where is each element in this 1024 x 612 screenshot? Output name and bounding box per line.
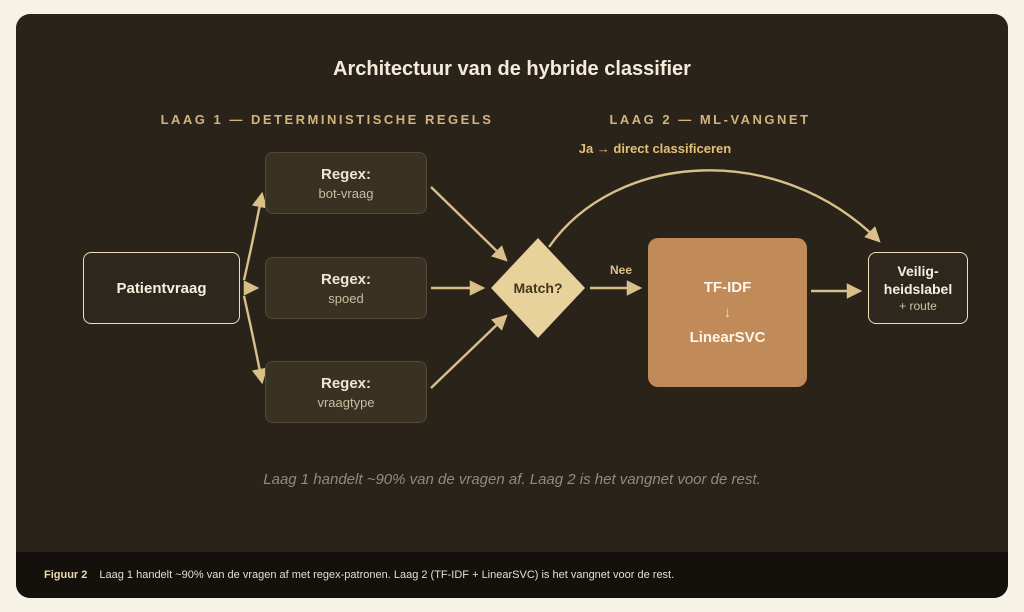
node-regex-spoed: Regex: spoed: [265, 257, 427, 319]
node-patientvraag: Patientvraag: [83, 252, 240, 324]
linearsvc-label: LinearSVC: [689, 329, 766, 346]
section-label-laag2: LAAG 2 — ML-VANGNET: [609, 112, 811, 127]
output-label-line3: + route: [899, 298, 937, 313]
node-regex-botvraag: Regex: bot-vraag: [265, 152, 427, 214]
figure-number-label: Figuur 2: [44, 569, 88, 581]
ja-edge-label: Ja → direct classificeren: [578, 141, 732, 156]
tfidf-label: TF-IDF: [703, 279, 752, 296]
regex2-title: Regex:: [320, 270, 372, 288]
node-veiligheidslabel: Veilig- heidslabel + route: [868, 252, 968, 324]
regex1-subtitle: bot-vraag: [318, 185, 374, 201]
regex1-title: Regex:: [320, 165, 372, 183]
inline-caption: Laag 1 handelt ~90% van de vragen af. La…: [263, 471, 761, 488]
figure-caption-strip: Figuur 2 Laag 1 handelt ~90% van de vrag…: [16, 552, 1008, 598]
diagram-title: Architectuur van de hybride classifier: [333, 58, 691, 80]
node-ml-tfidf-linearsvc: TF-IDF ↓ LinearSVC: [648, 238, 807, 387]
figure-caption-text: Laag 1 handelt ~90% van de vragen af met…: [99, 569, 675, 581]
regex3-subtitle: vraagtype: [317, 394, 375, 410]
output-label-line2: heidslabel: [883, 280, 953, 297]
patientvraag-label: Patientvraag: [116, 279, 207, 297]
regex3-title: Regex:: [320, 374, 372, 392]
output-label-line1: Veilig-: [897, 262, 939, 279]
node-decision-match: Match?: [491, 238, 585, 338]
decision-label: Match?: [513, 280, 563, 296]
node-regex-vraagtype: Regex: vraagtype: [265, 361, 427, 423]
nee-edge-label: Nee: [609, 263, 632, 277]
diamond-shape: [491, 238, 585, 338]
section-label-laag1: LAAG 1 — DETERMINISTISCHE REGELS: [160, 112, 494, 127]
down-arrow-icon: ↓: [723, 304, 732, 321]
regex2-subtitle: spoed: [328, 290, 364, 306]
